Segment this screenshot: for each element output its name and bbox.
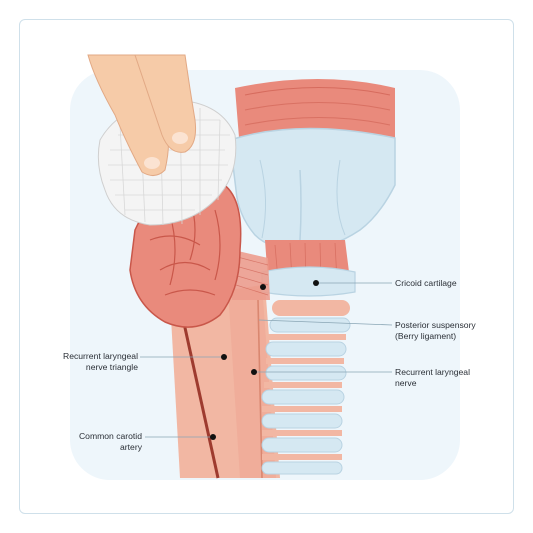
dot-berry-top (260, 284, 266, 290)
dot-rln-triangle (221, 354, 227, 360)
dot-rln-nerve (251, 369, 257, 375)
tracheal-rings (261, 300, 351, 475)
marker-dots (210, 280, 319, 440)
finger-middle (134, 54, 196, 153)
cricoid-cartilage (261, 266, 356, 297)
dot-carotid (210, 434, 216, 440)
tissue-shade (228, 285, 276, 478)
label-rln-nerve: Recurrent laryngeal nerve (395, 367, 470, 388)
leader-lines (140, 282, 393, 438)
label-cricoid-cartilage: Cricoid cartilage (395, 278, 457, 288)
recurrent-laryngeal-nerve (257, 299, 263, 479)
leader-berry (258, 319, 393, 326)
thyroid-cartilage (229, 127, 396, 251)
dot-cricoid (313, 280, 319, 286)
label-common-carotid: Common carotid artery (78, 431, 142, 452)
common-carotid-artery (178, 304, 220, 479)
label-rln-triangle: Recurrent laryngeal nerve triangle (63, 351, 138, 372)
label-berry-ligament: Posterior suspensory (Berry ligament) (395, 320, 476, 341)
